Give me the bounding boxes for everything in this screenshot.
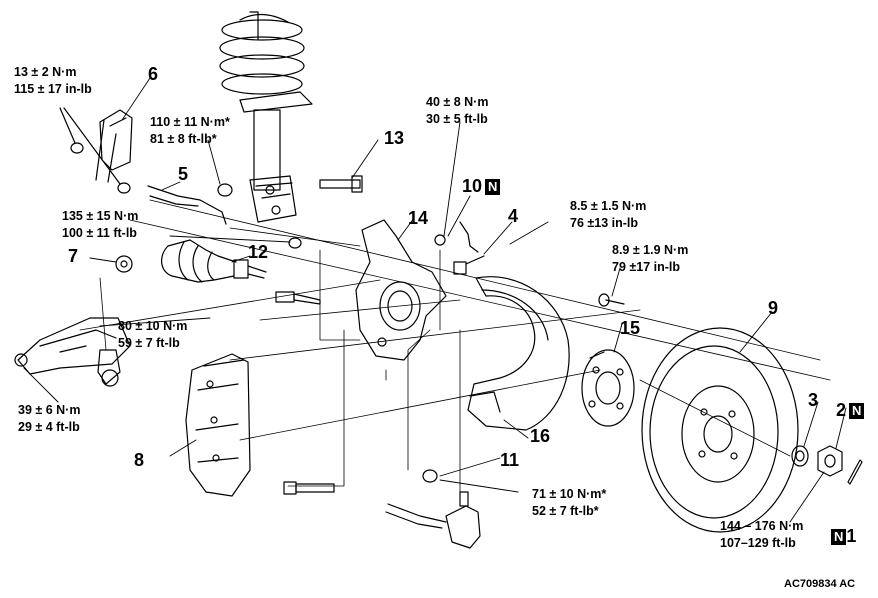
torque-imperial: 59 ± 7 ft-lb: [118, 336, 180, 350]
torque-spec-7: 135 ± 15 N·m 100 ± 11 ft-lb: [62, 208, 138, 242]
torque-nm: 13 ± 2 N·m: [14, 65, 77, 79]
bolt-4: [453, 255, 485, 275]
badge-n: N: [831, 529, 847, 546]
torque-spec-11: 71 ± 10 N·m* 52 ± 7 ft-lb*: [532, 486, 606, 520]
leader-lines: [23, 77, 847, 523]
torque-imperial: 30 ± 5 ft-lb: [426, 112, 488, 126]
callout-1-number: 1: [846, 526, 857, 546]
torque-spec-lower-arm: 39 ± 6 N·m 29 ± 4 ft-lb: [18, 402, 80, 436]
torque-imperial: 115 ± 17 in-lb: [14, 82, 92, 96]
tie-rod-end: [385, 491, 481, 549]
torque-spec-10: 40 ± 8 N·m 30 ± 5 ft-lb: [426, 94, 488, 128]
callout-2-number: 2: [836, 400, 847, 420]
callout-6: 6: [148, 64, 159, 84]
callout-4: 4: [508, 206, 519, 226]
dust-shield-16: [467, 276, 570, 431]
coil-spring: [219, 11, 305, 95]
cotter-pin-1: [847, 459, 863, 485]
torque-imperial: 29 ± 4 ft-lb: [18, 420, 80, 434]
torque-imperial: 79 ±17 in-lb: [612, 260, 680, 274]
callout-16: 16: [530, 426, 551, 446]
torque-imperial: 107–129 ft-lb: [720, 536, 796, 550]
nut-10: [434, 234, 446, 246]
lower-arm: [14, 317, 131, 387]
torque-spec-6: 13 ± 2 N·m 115 ± 17 in-lb: [14, 64, 92, 98]
callout-9: 9: [768, 298, 779, 318]
torque-imperial: 100 ± 11 ft-lb: [62, 226, 137, 240]
torque-imperial: 76 ±13 in-lb: [570, 216, 638, 230]
image-code: AC709834 AC: [784, 578, 856, 590]
sensor-4: [459, 221, 479, 253]
nut-11: [422, 469, 438, 483]
callout-7: 7: [68, 246, 79, 266]
torque-nm: 39 ± 6 N·m: [18, 403, 81, 417]
badge-n: N: [485, 179, 501, 196]
torque-spec-5: 110 ± 11 N·m* 81 ± 8 ft-lb*: [150, 114, 230, 148]
torque-spec-1: 144 – 176 N·m 107–129 ft-lb: [720, 518, 803, 552]
callout-13: 13: [384, 128, 405, 148]
callout-12: 12: [248, 242, 269, 262]
callout-5: 5: [178, 164, 189, 184]
torque-spec-shield: 8.9 ± 1.9 N·m 79 ±17 in-lb: [612, 242, 688, 276]
bolt-lower: [283, 481, 335, 495]
bracket-6: [59, 107, 133, 194]
brake-disc-9: [641, 327, 799, 533]
callout-3: 3: [808, 390, 819, 410]
hub-15: [581, 349, 635, 427]
torque-nm: 40 ± 8 N·m: [426, 95, 489, 109]
nut-7: [115, 255, 133, 273]
torque-imperial: 52 ± 7 ft-lb*: [532, 504, 599, 518]
torque-nm: 8.5 ± 1.5 N·m: [570, 199, 647, 213]
badge-n: N: [849, 403, 865, 420]
sensor-harness-5: [147, 183, 233, 225]
torque-nm: 135 ± 15 N·m: [62, 209, 139, 223]
torque-nm: 8.9 ± 1.9 N·m: [612, 243, 689, 257]
callout-11: 11: [500, 450, 520, 470]
torque-nm: 144 – 176 N·m: [720, 519, 804, 533]
torque-spec-12: 80 ± 10 N·m 59 ± 7 ft-lb: [118, 318, 187, 352]
assembly-guide-lines: [79, 199, 831, 501]
screw-shield: [598, 293, 625, 307]
drive-shaft-12: [161, 239, 267, 283]
brake-caliper-8: [185, 353, 251, 497]
callout-10-number: 10: [462, 176, 483, 196]
washer-3-inner: [795, 450, 805, 462]
hub-nut-2: [817, 445, 843, 477]
callout-8: 8: [134, 450, 145, 470]
torque-nm: 110 ± 11 N·m*: [150, 115, 230, 129]
callout-15: 15: [620, 318, 641, 338]
nut-mid: [288, 237, 302, 249]
bolt-13: [319, 175, 363, 193]
torque-spec-4: 8.5 ± 1.5 N·m 76 ±13 in-lb: [570, 198, 646, 232]
washer-3: [791, 445, 809, 467]
callout-14: 14: [408, 208, 429, 228]
strut-body: [239, 91, 313, 223]
torque-imperial: 81 ± 8 ft-lb*: [150, 132, 217, 146]
torque-nm: 80 ± 10 N·m: [118, 319, 188, 333]
torque-nm: 71 ± 10 N·m*: [532, 487, 607, 501]
